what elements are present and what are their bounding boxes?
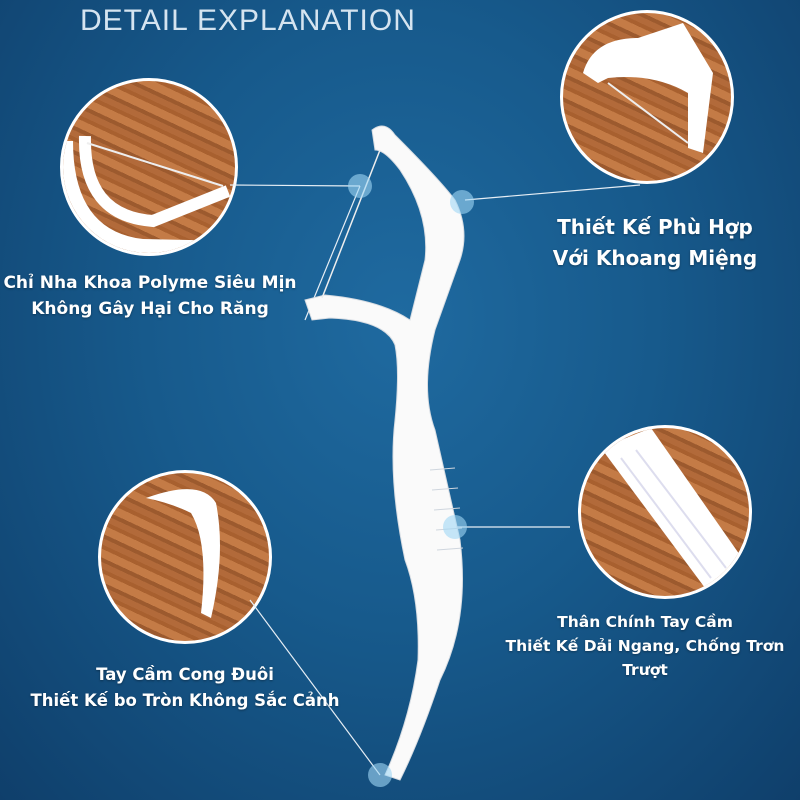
handle-closeup-image (601, 428, 749, 596)
callout-handle-line2: Thiết Kế Dải Ngang, Chống Trơn Trượt (505, 637, 785, 680)
callout-tail: Tay Cầm Cong Đuôi Thiết Kế bo Tròn Không… (20, 662, 350, 713)
callout-floss: Chỉ Nha Khoa Polyme Siêu Mịn Không Gây H… (0, 270, 300, 323)
callout-fit-line2: Với Khoang Miệng (552, 246, 758, 270)
callout-handle: Thân Chính Tay Cầm Thiết Kế Dải Ngang, C… (485, 610, 800, 682)
callout-fit: Thiết Kế Phù Hợp Với Khoang Miệng (530, 212, 780, 274)
detail-circle-handle (578, 425, 752, 599)
callout-tail-line2: Thiết Kế bo Tròn Không Sắc Cảnh (30, 690, 340, 710)
callout-tail-line1: Tay Cầm Cong Đuôi (96, 665, 274, 684)
callout-handle-line1: Thân Chính Tay Cầm (557, 613, 733, 631)
callout-fit-line1: Thiết Kế Phù Hợp (557, 215, 753, 239)
page-title: DETAIL EXPLANATION (80, 4, 416, 37)
head-closeup-image (583, 23, 713, 153)
tail-closeup-image (146, 489, 220, 618)
detail-circle-fit (560, 10, 734, 184)
detail-circle-floss (60, 78, 238, 256)
callout-floss-line2: Không Gây Hại Cho Răng (31, 299, 269, 320)
detail-circle-tail (98, 470, 272, 644)
callout-floss-line1: Chỉ Nha Khoa Polyme Siêu Mịn (3, 273, 297, 293)
